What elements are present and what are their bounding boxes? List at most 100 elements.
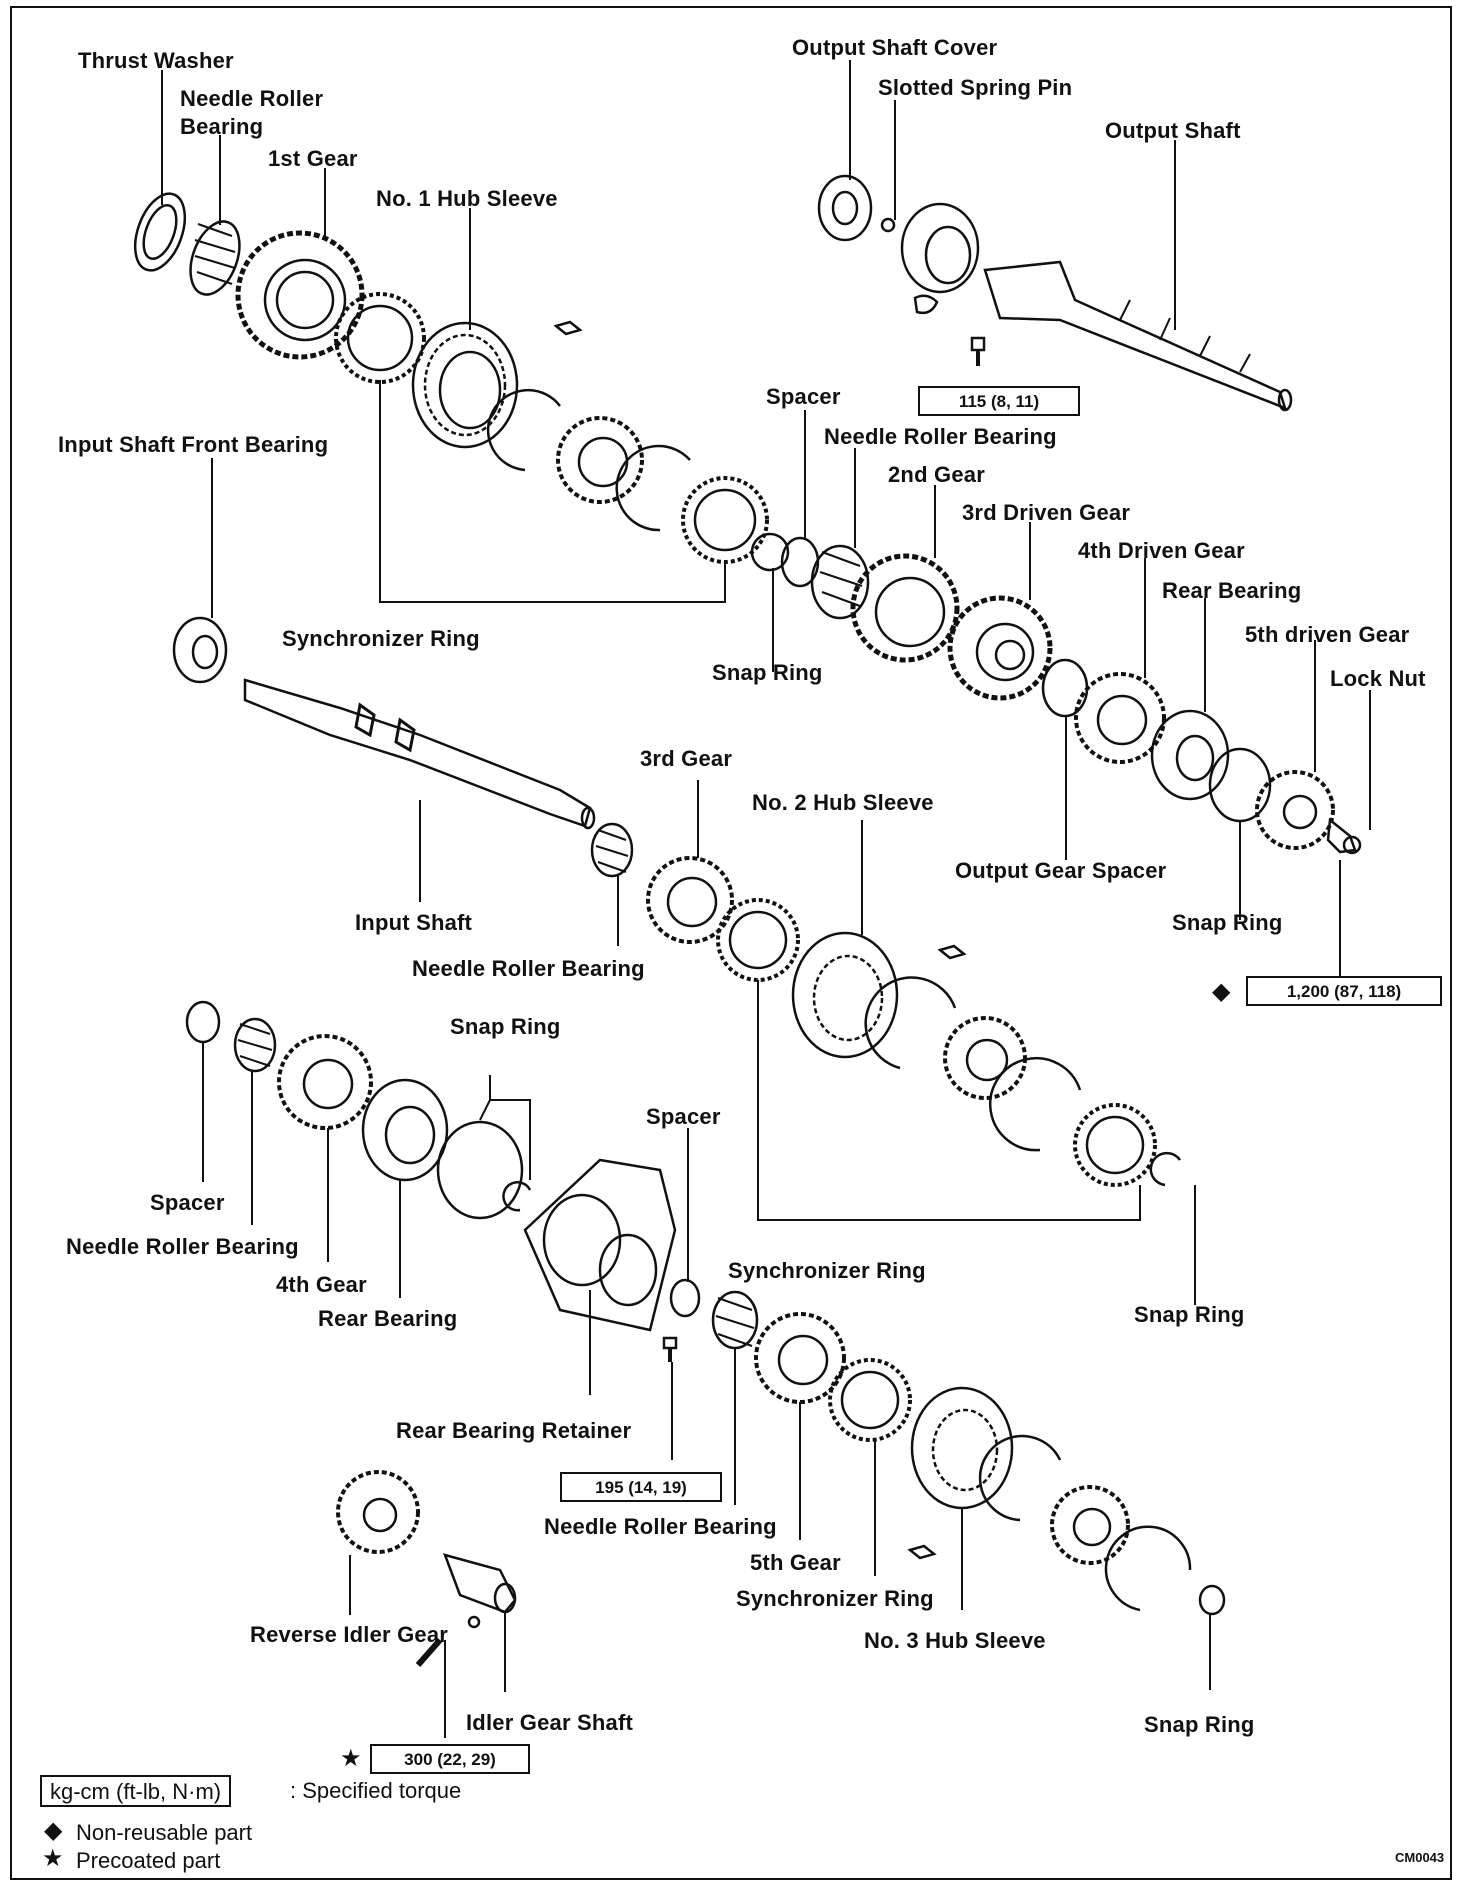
label-first-gear: 1st Gear bbox=[268, 146, 358, 171]
third-gear-shape bbox=[646, 856, 734, 944]
spacer-lower-mid-shape bbox=[669, 1278, 701, 1318]
diagram-frame bbox=[10, 6, 1452, 1880]
label-second-gear: 2nd Gear bbox=[888, 462, 985, 487]
label-output-gear-spacer: Output Gear Spacer bbox=[955, 858, 1167, 883]
fourth-driven-gear-shape bbox=[1074, 672, 1166, 764]
sync-ring-mid-shape bbox=[681, 476, 769, 564]
needle-bearing-bottom-shape bbox=[711, 1290, 759, 1350]
label-synchronizer-ring-top: Synchronizer Ring bbox=[282, 626, 480, 651]
slotted-spring-pin-shape bbox=[880, 217, 896, 233]
label-synchronizer-ring-bottom: Synchronizer Ring bbox=[736, 1586, 934, 1611]
snap-ring-lower-b-shape bbox=[502, 1180, 532, 1212]
figure-code: CM0043 bbox=[1395, 1850, 1445, 1865]
label-needle-roller-top-1: Needle Roller bbox=[180, 86, 324, 111]
snap-ring-lower-a-shape bbox=[436, 1120, 524, 1220]
legend-non-reusable-symbol: ◆ bbox=[44, 1817, 63, 1844]
retainer-bolt-shape bbox=[662, 1336, 678, 1362]
rear-bearing-lower-shape bbox=[361, 1078, 449, 1182]
label-synchronizer-ring-mid: Synchronizer Ring bbox=[728, 1258, 926, 1283]
idler-gear-shaft-shape bbox=[442, 1553, 517, 1614]
label-no1-hub-sleeve: No. 1 Hub Sleeve bbox=[376, 186, 558, 211]
label-snap-ring-bottom: Snap Ring bbox=[1144, 1712, 1255, 1737]
key-mid-shape bbox=[937, 944, 967, 960]
label-spacer-top: Spacer bbox=[766, 384, 841, 409]
label-spacer-lower-mid: Spacer bbox=[646, 1104, 721, 1129]
label-needle-roller-left: Needle Roller Bearing bbox=[66, 1234, 299, 1259]
no3-hub-sleeve-shape bbox=[910, 1386, 1014, 1510]
legend-non-reusable: Non-reusable part bbox=[76, 1820, 253, 1845]
torque-box-retainer-bolt: 195 (14, 19) bbox=[560, 1472, 722, 1502]
torque-box-idler-bolt: 300 (22, 29) bbox=[370, 1744, 530, 1774]
label-rear-bearing-lower: Rear Bearing bbox=[318, 1306, 458, 1331]
label-slotted-spring-pin: Slotted Spring Pin bbox=[878, 75, 1073, 100]
label-third-gear: 3rd Gear bbox=[640, 746, 733, 771]
reverse-idler-gear-shape bbox=[336, 1470, 420, 1554]
input-shaft-front-bearing-shape bbox=[172, 616, 228, 684]
output-bearing-shape bbox=[900, 202, 980, 294]
label-thrust-washer: Thrust Washer bbox=[78, 48, 234, 73]
label-no2-hub-sleeve: No. 2 Hub Sleeve bbox=[752, 790, 934, 815]
key-bottom-shape bbox=[907, 1544, 937, 1560]
label-needle-roller-bottom: Needle Roller Bearing bbox=[544, 1514, 777, 1539]
needle-bearing-input-shape bbox=[590, 822, 634, 878]
snap-ring-mid-small-shape bbox=[1149, 1151, 1182, 1187]
needle-roller-bearing-top-shape bbox=[189, 220, 241, 296]
output-shaft-cover-shape bbox=[817, 174, 873, 242]
hub-gear-bottom-shape bbox=[1050, 1485, 1130, 1565]
snap-ring-top-mid-shape bbox=[615, 444, 691, 532]
label-snap-ring-right: Snap Ring bbox=[1172, 910, 1283, 935]
lock-nut-shape bbox=[1326, 817, 1362, 855]
snap-ring-mid-a-shape bbox=[864, 976, 957, 1070]
fifth-driven-gear-shape bbox=[1255, 770, 1335, 850]
hub-gear-mid-shape bbox=[943, 1016, 1027, 1100]
third-driven-gear-shape bbox=[947, 595, 1053, 701]
rear-bearing-retainer-shape bbox=[523, 1158, 677, 1332]
thrust-washer-shape bbox=[133, 192, 187, 272]
legend-precoated-symbol: ★ bbox=[42, 1845, 64, 1872]
fourth-gear-shape bbox=[277, 1034, 373, 1130]
needle-bearing-left-shape bbox=[233, 1017, 277, 1073]
label-rear-bearing-retainer: Rear Bearing Retainer bbox=[396, 1418, 632, 1443]
snap-ring-right-shape bbox=[1208, 747, 1272, 823]
spacer-left-shape bbox=[185, 1000, 221, 1044]
label-snap-ring-lower: Snap Ring bbox=[450, 1014, 561, 1039]
label-reverse-idler-gear: Reverse Idler Gear bbox=[250, 1622, 449, 1647]
legend-precoated: Precoated part bbox=[76, 1848, 221, 1873]
torque-box-output-bolt: 115 (8, 11) bbox=[918, 386, 1080, 416]
output-shaft-drawing bbox=[983, 260, 1293, 412]
hub-gear-top-shape bbox=[556, 416, 644, 504]
label-fourth-gear: 4th Gear bbox=[276, 1272, 367, 1297]
idler-bolt-shape bbox=[415, 1615, 481, 1667]
snap-ring-small-top-shape bbox=[750, 532, 790, 572]
label-snap-ring-top: Snap Ring bbox=[712, 660, 823, 685]
first-gear-shape bbox=[235, 230, 365, 360]
label-needle-roller-top-2: Bearing bbox=[180, 114, 264, 139]
no2-hub-sleeve-shape bbox=[791, 931, 899, 1059]
label-needle-roller-input: Needle Roller Bearing bbox=[412, 956, 645, 981]
label-snap-ring-mid-right: Snap Ring bbox=[1134, 1302, 1245, 1327]
label-lock-nut: Lock Nut bbox=[1330, 666, 1426, 691]
precoated-symbol: ★ bbox=[340, 1745, 362, 1772]
label-output-shaft-cover: Output Shaft Cover bbox=[792, 35, 998, 60]
label-fifth-gear: 5th Gear bbox=[750, 1550, 841, 1575]
torque-box-lock-nut: 1,200 (87, 118) bbox=[1246, 976, 1442, 1006]
second-gear-shape bbox=[850, 553, 960, 663]
snap-ring-bottom-b-shape bbox=[1104, 1525, 1192, 1612]
label-input-shaft: Input Shaft bbox=[355, 910, 473, 935]
label-spacer-left: Spacer bbox=[150, 1190, 225, 1215]
leader-lines bbox=[161, 60, 1371, 1738]
label-input-shaft-front-bearing: Input Shaft Front Bearing bbox=[58, 432, 329, 457]
rear-bearing-top-shape bbox=[1150, 709, 1230, 801]
input-shaft-drawing bbox=[243, 678, 596, 830]
sync-ring-top-shape bbox=[334, 292, 426, 384]
snap-ring-bottom-a-shape bbox=[978, 1434, 1062, 1522]
output-gear-spacer-shape bbox=[1041, 658, 1089, 718]
sync-ring-bottom-shape bbox=[828, 1358, 912, 1442]
output-bolt-shape bbox=[970, 336, 986, 366]
key-top-shape bbox=[553, 320, 583, 336]
sync-ring-mid-right-shape bbox=[1073, 1103, 1157, 1187]
legend-unit-box: kg-cm (ft-lb, N·m) bbox=[40, 1775, 232, 1807]
legend-unit-desc: : Specified torque bbox=[290, 1778, 462, 1803]
snap-ring-small-bottom-shape bbox=[1198, 1584, 1226, 1616]
